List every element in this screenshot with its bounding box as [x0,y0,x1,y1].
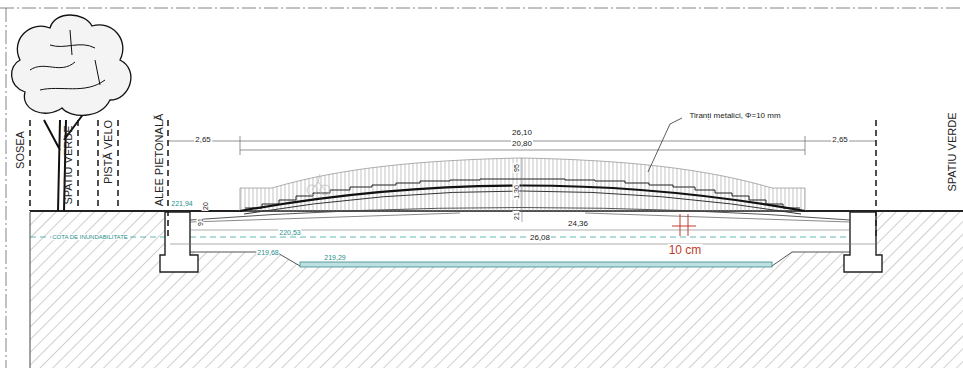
note-label: Tiranți metalici, Φ=10 mm [689,112,780,120]
dimension-label: 10 cm [668,244,703,256]
zone-label: PISTĂ VELO [103,120,114,184]
zone-label: SPATIU VERDE [947,112,958,191]
dimension-label: 2,65 [194,136,212,144]
dimension-label: 2,65 [831,136,849,144]
dimension-label: 21 [513,211,520,221]
elevation-label: 219,29 [323,254,346,261]
dimension-label: 91 [197,217,204,227]
zone-label: SOSEA [15,131,26,169]
tree [12,15,131,211]
dimension-label: 26,08 [529,234,551,242]
zone-label: SPATIU VERDE [63,125,74,204]
dimension-label: 1,30 [513,184,520,200]
elevation-label: 221,94 [170,200,193,207]
dimension-label: 20,80 [511,140,533,148]
elevation-label: 219,68 [256,249,279,256]
dimension-label: 24,36 [567,220,589,228]
elevation-label: 220,53 [278,229,301,236]
dimension-label: 95 [513,163,520,173]
dimension-label: 26,10 [511,129,533,137]
zone-label: ALEE PIETONALĂ [154,114,165,207]
dimension-label: 20 [202,201,209,211]
level-label: COTA DE INUNDABILITATE [51,234,129,240]
